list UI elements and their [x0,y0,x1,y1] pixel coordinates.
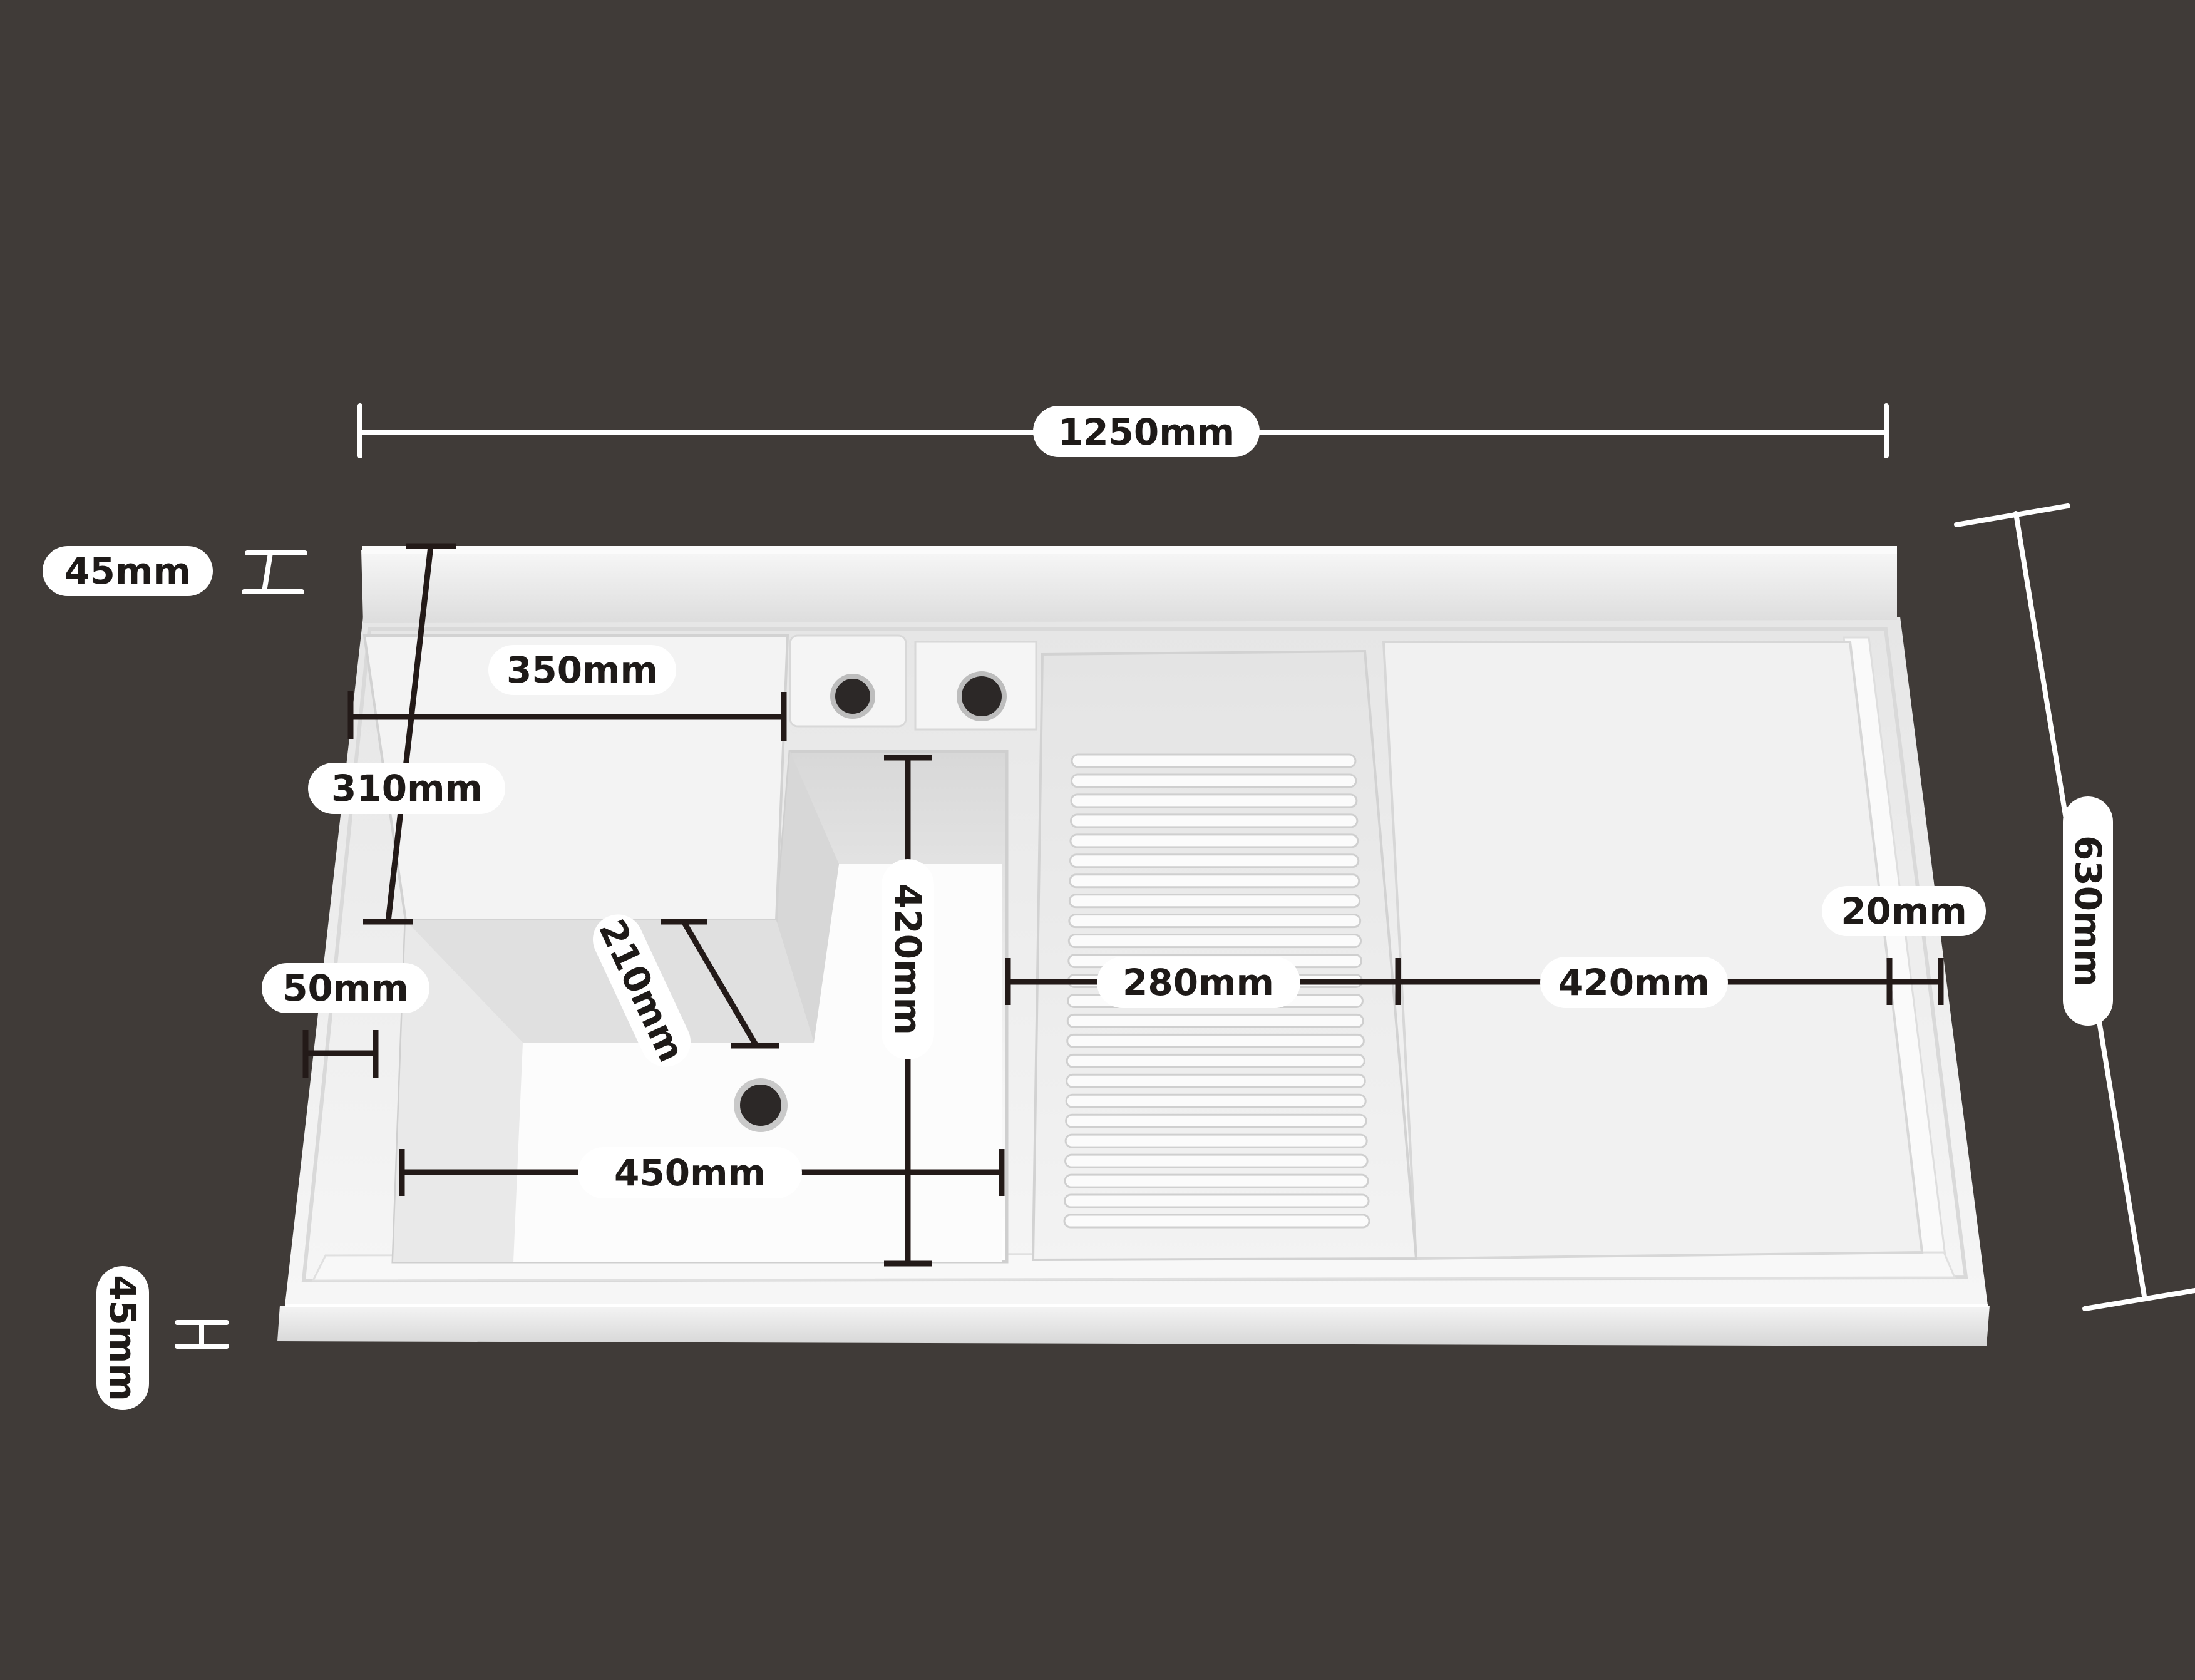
washboard-ridges [1063,753,1370,1229]
label-backsplash-height: 45mm [43,546,213,596]
washboard-ridge [1066,1033,1365,1048]
washboard-ridge [1068,894,1361,909]
washboard-ridge [1065,1093,1367,1108]
svg-text:50mm: 50mm [282,967,409,1009]
label-left-rim: 50mm [262,963,429,1013]
washboard-ridge [1071,753,1357,768]
svg-text:45mm: 45mm [64,550,191,592]
washboard-ridge [1069,853,1360,868]
label-front-thickness: 45mm [96,1266,149,1410]
washboard-ridge [1064,1193,1370,1208]
washboard-ridge [1066,1053,1365,1068]
washboard-ridge [1070,773,1357,788]
washboard-ridge [1066,1073,1366,1088]
washboard-ridge [1064,1133,1368,1148]
soap-tray-front [406,920,814,1043]
faucet-hole-right [957,671,1007,721]
washboard-ridge [1069,813,1359,828]
washboard-ridge [1068,914,1362,929]
label-drainboard-width: 420mm [1540,957,1728,1008]
dimension-labels: 1250mm 630mm 45mm 45mm 350mm 310mm 210mm [43,406,2113,1410]
svg-text:420mm: 420mm [1558,961,1710,1004]
sink-front-face [277,1306,1990,1346]
washboard-ridge [1067,934,1362,949]
label-soap-tray-width: 350mm [488,645,676,695]
svg-text:310mm: 310mm [331,767,483,810]
label-washboard-width: 280mm [1097,957,1300,1008]
svg-text:280mm: 280mm [1123,961,1274,1004]
washboard-ridge [1066,1013,1364,1028]
washboard-ridge [1063,1214,1370,1229]
sink-product [277,546,1990,1346]
label-total-depth: 630mm [2063,796,2113,1026]
drain-hole [734,1078,788,1132]
washboard-ridge [1064,1153,1369,1168]
drainboard [1382,641,1924,1260]
backsplash [361,550,1897,623]
label-soap-tray-depth: 310mm [308,763,505,814]
svg-text:20mm: 20mm [1841,890,1967,932]
label-basin-width: 450mm [578,1147,802,1198]
washboard-ridge [1069,833,1359,848]
svg-text:45mm: 45mm [101,1275,144,1401]
label-right-rim: 20mm [1822,886,1986,936]
svg-text:630mm: 630mm [2067,835,2109,987]
svg-text:450mm: 450mm [614,1152,766,1194]
label-total-width: 1250mm [1033,406,1260,457]
faucet-hole-left [830,674,875,719]
washboard-ridge [1064,1173,1369,1188]
washboard-ridge [1069,873,1360,889]
washboard-ridge [1070,793,1358,808]
label-basin-depth: 420mm [882,859,934,1059]
washboard-ridge [1065,1113,1367,1128]
svg-text:350mm: 350mm [506,649,658,691]
svg-text:420mm: 420mm [887,884,929,1035]
svg-text:1250mm: 1250mm [1058,411,1235,453]
